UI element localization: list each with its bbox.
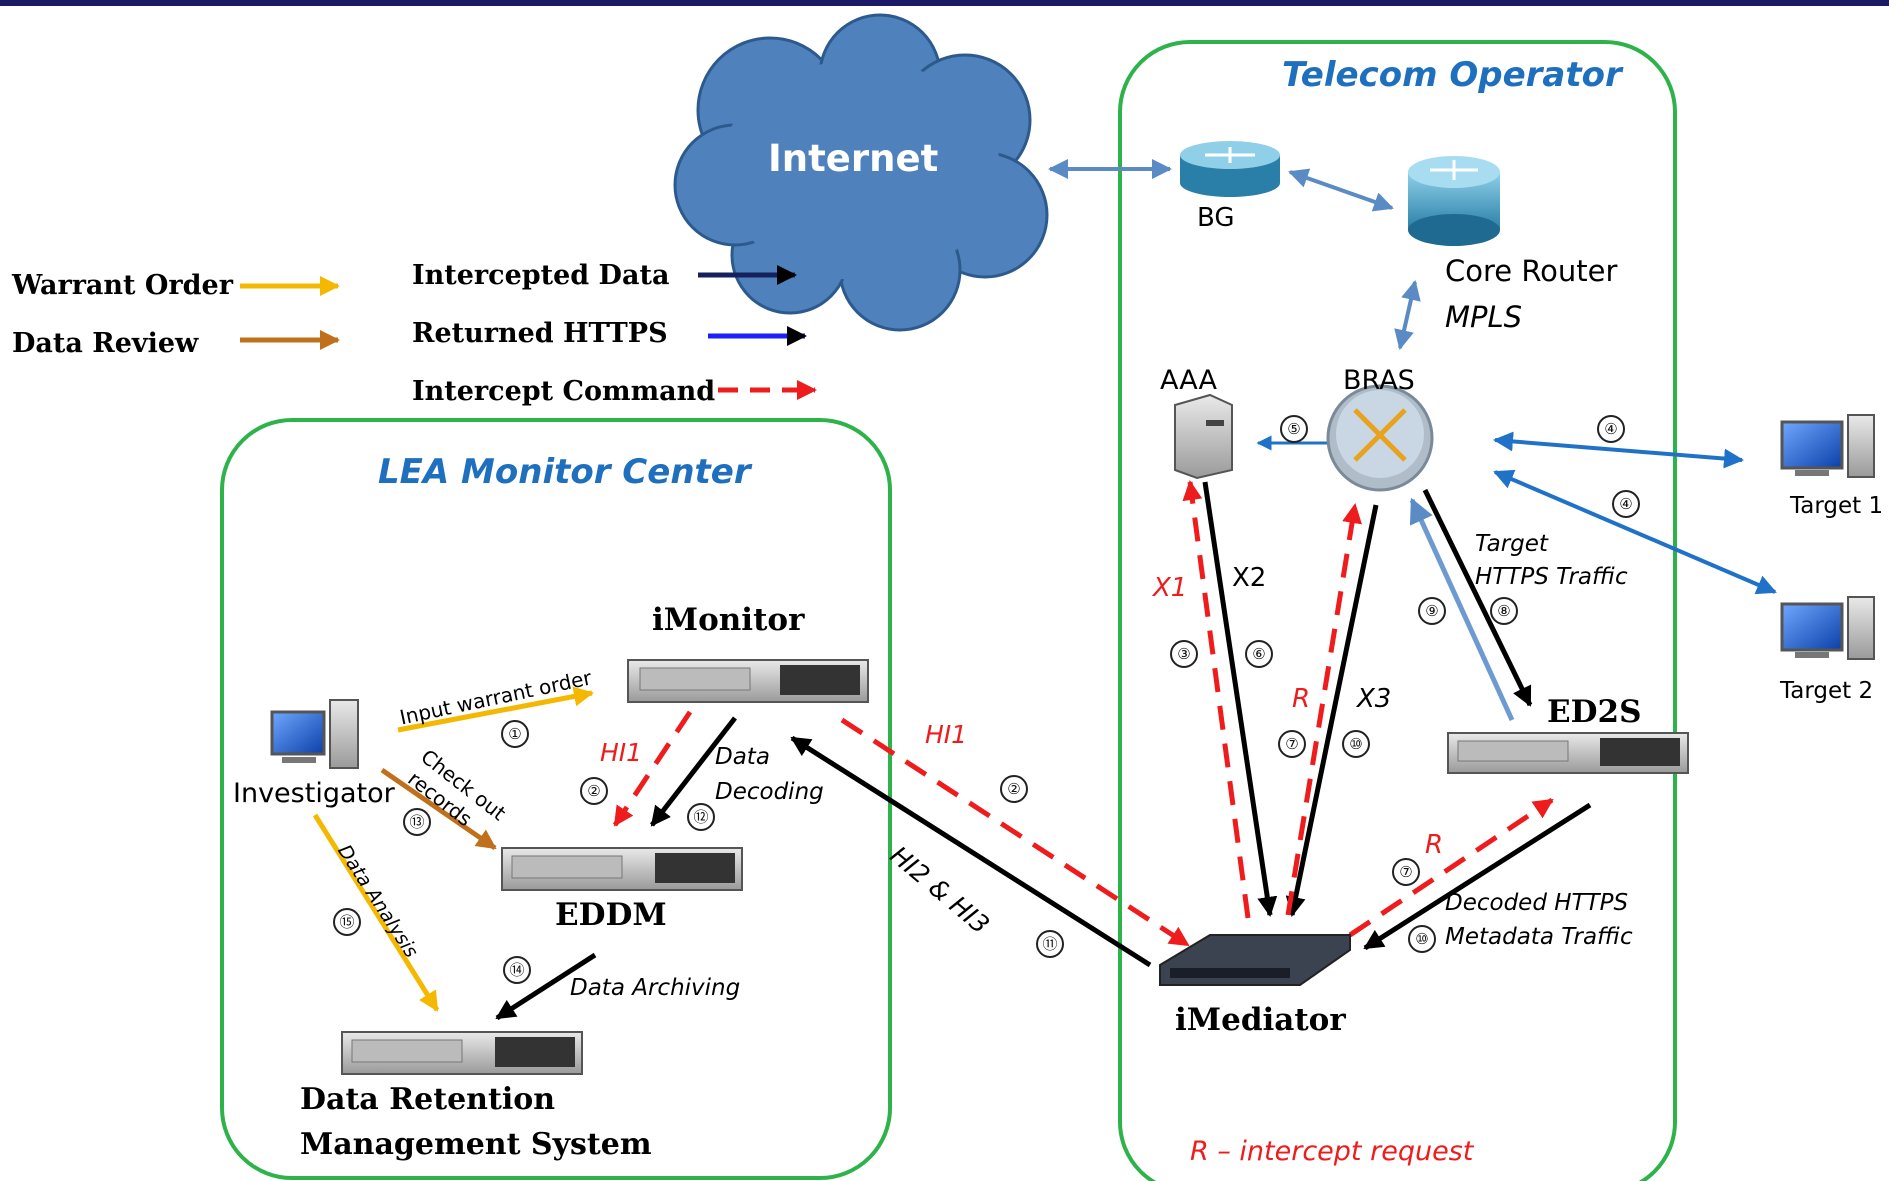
link-bras-target1 — [1493, 431, 1744, 469]
label-decoded-https: Decoded HTTPS — [1445, 890, 1629, 916]
label-data-archiving: Data Archiving — [570, 975, 741, 1001]
drms-label-line2: Management System — [300, 1127, 652, 1162]
step-7-marker-ed2s: ⑦ — [1392, 858, 1420, 886]
step-2-marker-eddm: ② — [580, 777, 608, 805]
arrow-11-hi2-hi3 — [790, 735, 1152, 968]
legend-intercepted-data: Intercepted Data — [412, 260, 670, 291]
label-r-ed2s: R — [1425, 830, 1444, 860]
imonitor-server-icon — [627, 659, 869, 703]
investigator-computer-icon — [270, 699, 359, 769]
label-metadata-traffic: Metadata Traffic — [1445, 924, 1633, 950]
arrow-13-checkout — [380, 767, 497, 851]
step-10-marker-x3: ⑩ — [1342, 730, 1370, 758]
label-data: Data — [715, 744, 770, 770]
target2-label: Target 2 — [1780, 678, 1874, 704]
step-2-marker-imediator: ② — [1000, 775, 1028, 803]
arrow-hi1-eddm — [612, 710, 693, 827]
arrow-r-bras — [1285, 503, 1362, 916]
investigator-label: Investigator — [233, 778, 395, 809]
legend-returned-https: Returned HTTPS — [412, 318, 668, 349]
label-hi1-imediator: HI1 — [925, 720, 968, 749]
mpls-label: MPLS — [1445, 300, 1523, 334]
target2-computer-icon — [1780, 596, 1875, 660]
bras-icon — [1326, 384, 1434, 492]
arrow-8-bras-ed2s — [1422, 488, 1533, 707]
arrow-12-decoding — [650, 716, 737, 827]
bg-label: BG — [1197, 203, 1235, 233]
step-4-marker-t2: ④ — [1612, 490, 1640, 518]
label-x2: X2 — [1232, 563, 1267, 593]
imediator-server-icon — [1159, 934, 1351, 986]
step-10-marker-metadata: ⑩ — [1408, 925, 1436, 953]
step-8-marker: ⑧ — [1490, 597, 1518, 625]
top-bar — [0, 0, 1889, 6]
step-12-marker: ⑫ — [687, 803, 715, 831]
label-decoding: Decoding — [715, 779, 824, 805]
arrow-x2 — [1202, 481, 1278, 917]
aaa-server-icon — [1174, 393, 1233, 480]
arrow-10-ed2s-imediator — [1363, 802, 1592, 951]
step-15-marker: ⑮ — [333, 908, 361, 936]
bras-label: BRAS — [1343, 365, 1415, 396]
imonitor-label: iMonitor — [652, 602, 805, 638]
telecom-operator-box — [1118, 40, 1677, 1181]
step-7-marker-bras: ⑦ — [1278, 730, 1306, 758]
label-x3: X3 — [1357, 684, 1392, 714]
step-3-marker: ③ — [1170, 640, 1198, 668]
drms-server-icon — [341, 1031, 583, 1075]
internet-label: Internet — [768, 137, 939, 180]
label-x1: X1 — [1153, 573, 1188, 603]
step-5-marker: ⑤ — [1280, 415, 1308, 443]
arrow-r-ed2s — [1348, 797, 1554, 938]
intercept-request-note: R – intercept request — [1190, 1136, 1474, 1167]
bg-router-icon — [1180, 141, 1280, 197]
link-bg-core — [1288, 168, 1394, 212]
aaa-label: AAA — [1160, 365, 1217, 396]
ed2s-server-icon — [1447, 732, 1689, 774]
target1-computer-icon — [1780, 414, 1875, 478]
arrow-x3 — [1285, 504, 1379, 917]
eddm-server-icon — [501, 847, 743, 891]
core-router-label: Core Router — [1445, 254, 1618, 288]
telecom-operator-title: Telecom Operator — [1282, 55, 1622, 95]
step-6-marker: ⑥ — [1245, 640, 1273, 668]
arrow-9-ed2s-bras — [1409, 497, 1515, 722]
internet-cloud — [673, 13, 1049, 332]
arrow-1-warrant — [397, 686, 594, 733]
ed2s-label: ED2S — [1547, 694, 1642, 730]
eddm-label: EDDM — [555, 897, 667, 933]
step-4-marker-t1: ④ — [1597, 415, 1625, 443]
legend-intercept-command: Intercept Command — [412, 376, 716, 407]
step-14-marker: ⑭ — [503, 956, 531, 984]
step-9-marker: ⑨ — [1418, 597, 1446, 625]
label-https-traffic: HTTPS Traffic — [1475, 564, 1628, 590]
step-13-marker: ⑬ — [403, 808, 431, 836]
legend-data-review: Data Review — [12, 328, 199, 359]
arrow-hi1-imediator — [840, 717, 1190, 948]
arrow-14-archiving — [495, 952, 597, 1021]
imediator-label: iMediator — [1175, 1002, 1346, 1038]
drms-label-line1: Data Retention — [300, 1082, 556, 1117]
link-core-bras — [1394, 280, 1421, 350]
label-target: Target — [1475, 531, 1548, 557]
target1-label: Target 1 — [1790, 493, 1884, 519]
label-hi1-eddm: HI1 — [600, 738, 643, 767]
label-r-bras: R — [1292, 684, 1311, 714]
arrow-15-analysis — [312, 813, 440, 1012]
lea-monitor-title: LEA Monitor Center — [378, 452, 751, 492]
legend-warrant-order: Warrant Order — [12, 270, 233, 301]
step-11-marker: ⑪ — [1036, 930, 1064, 958]
link-bras-target2 — [1493, 469, 1777, 595]
step-1-marker: ① — [501, 720, 529, 748]
core-router-icon — [1408, 156, 1500, 246]
